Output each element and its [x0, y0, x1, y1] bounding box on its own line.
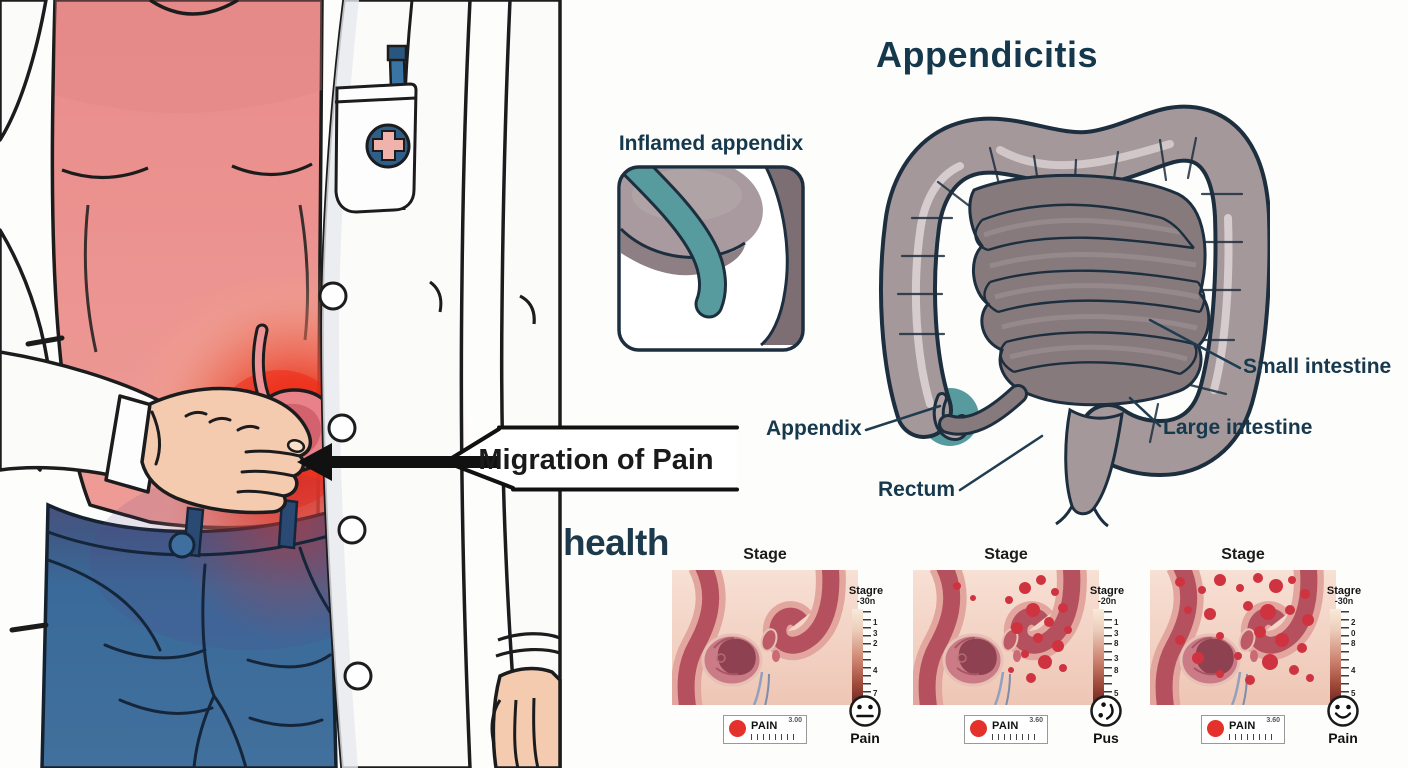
- page-title: Appendicitis: [876, 34, 1099, 75]
- pain-meter-value: 3.60: [1029, 717, 1043, 724]
- scale-colorbar: [852, 609, 863, 705]
- pain-meter-label: PAIN: [992, 720, 1019, 732]
- tick-label: 4: [873, 666, 878, 675]
- tick-label: 5: [1351, 689, 1356, 698]
- inflamed-appendix-inset: [617, 165, 805, 352]
- scale-title: Stagre: [1089, 585, 1125, 597]
- rectum-graphic: [1055, 407, 1124, 528]
- stage-scale: Stagre -30n 1 3 2 4 7: [840, 586, 892, 705]
- pain-dot-icon: [729, 720, 746, 737]
- scale-tick-marks: [863, 611, 871, 704]
- scale-title: Stagre: [848, 585, 884, 597]
- scale-range: -30n: [856, 596, 876, 606]
- label-small-intestine: Small intestine: [1243, 355, 1392, 378]
- label-rectum: Rectum: [878, 478, 956, 501]
- pain-meter-ticks: [992, 734, 1040, 740]
- intestines-diagram: [879, 104, 1270, 528]
- tick-label: 2: [873, 639, 878, 648]
- tick-label: 3: [873, 629, 878, 638]
- scale-tick-marks: [1104, 611, 1112, 704]
- pus-dots: [953, 575, 1072, 683]
- coat-buttons: [318, 281, 373, 691]
- hanging-hand: [491, 666, 562, 768]
- tick-label: 3: [1114, 654, 1119, 663]
- medical-cross-badge-icon: [365, 123, 411, 169]
- face-label: Pain: [850, 730, 880, 746]
- scale-colorbar: [1330, 609, 1341, 705]
- small-intestine-graphic: [938, 173, 1211, 436]
- neutral-face-icon: [848, 694, 882, 728]
- stage-panel-1: Stage Stagre -30n 1 3 2 4 7 PAIN 3.00: [660, 544, 905, 759]
- pressing-hand: [140, 386, 313, 515]
- pain-meter: PAIN 3.00: [723, 715, 807, 744]
- inset-label: Inflamed appendix: [618, 132, 804, 155]
- scale-title: Stagre: [1326, 585, 1362, 597]
- stage-scale: Stagre -20n 1 3 8 3 8 5: [1081, 586, 1133, 705]
- scale-range: -20n: [1097, 596, 1117, 606]
- label-appendix: Appendix: [766, 417, 862, 440]
- tick-label: 8: [1351, 639, 1356, 648]
- face-label: Pus: [1093, 730, 1119, 746]
- pain-meter-label: PAIN: [1229, 720, 1256, 732]
- pain-dot-icon: [1207, 720, 1224, 737]
- brand-logo: health: [563, 522, 669, 563]
- stage-title: Stage: [1221, 546, 1265, 563]
- jeans-button: [168, 531, 196, 559]
- stage-illustration: [672, 570, 858, 705]
- pain-meter-label: PAIN: [751, 720, 778, 732]
- label-large-intestine: Large intestine: [1163, 416, 1313, 439]
- coat-front: [318, 0, 472, 768]
- tick-label: 2: [1351, 618, 1356, 627]
- scale-colorbar: [1093, 609, 1104, 705]
- smiley-face-icon: [1326, 694, 1360, 728]
- person-illustration: [0, 0, 562, 768]
- stage-panel-3: Stage Stagre -30n: [1138, 544, 1383, 759]
- sideways-smile-face-icon: [1089, 694, 1123, 728]
- tick-label: 3: [1114, 629, 1119, 638]
- pain-meter: PAIN 3.60: [1201, 715, 1285, 744]
- tick-label: 1: [1114, 618, 1119, 627]
- emphasis-marks: [9, 335, 65, 633]
- pain-meter-ticks: [751, 734, 799, 740]
- pain-dot-icon: [970, 720, 987, 737]
- pain-meter: PAIN 3.60: [964, 715, 1048, 744]
- scale-range: -30n: [1334, 596, 1354, 606]
- pain-meter-value: 3.60: [1266, 717, 1280, 724]
- migration-callout-text: Migration of Pain: [478, 444, 714, 476]
- tick-label: 5: [1114, 689, 1119, 698]
- tick-label: 4: [1351, 666, 1356, 675]
- pain-meter-ticks: [1229, 734, 1277, 740]
- face-label: Pain: [1328, 730, 1358, 746]
- stage-scale: Stagre -30n 2 0 8 4 5: [1318, 586, 1370, 705]
- large-intestine-graphic: [879, 104, 1270, 478]
- stage-title: Stage: [984, 546, 1028, 563]
- stage-panel-2: Stage Stagre -20n 1 3 8 3: [901, 544, 1146, 759]
- tick-label: 8: [1114, 639, 1119, 648]
- stage-title: Stage: [743, 546, 787, 563]
- spread-dots: [1175, 573, 1314, 685]
- tick-label: 1: [873, 618, 878, 627]
- scale-tick-marks: [1341, 611, 1349, 704]
- stage-illustration: [913, 570, 1099, 705]
- tick-label: 0: [1351, 629, 1356, 638]
- pain-meter-value: 3.00: [788, 717, 802, 724]
- tick-label: 8: [1114, 666, 1119, 675]
- stage-illustration: [1150, 570, 1336, 705]
- coat-arm: [470, 0, 562, 768]
- tick-label: 7: [873, 689, 878, 698]
